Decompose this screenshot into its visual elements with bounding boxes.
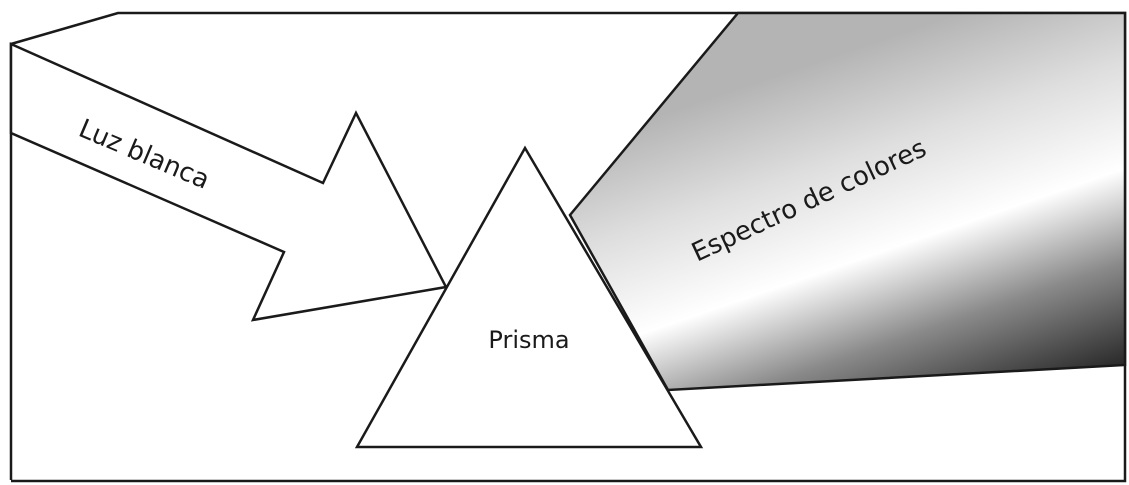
spectrum-beam [568,11,1127,392]
white-light-arrow [9,42,448,322]
prism-triangle [354,145,704,449]
prism-label: Prisma [488,326,569,354]
